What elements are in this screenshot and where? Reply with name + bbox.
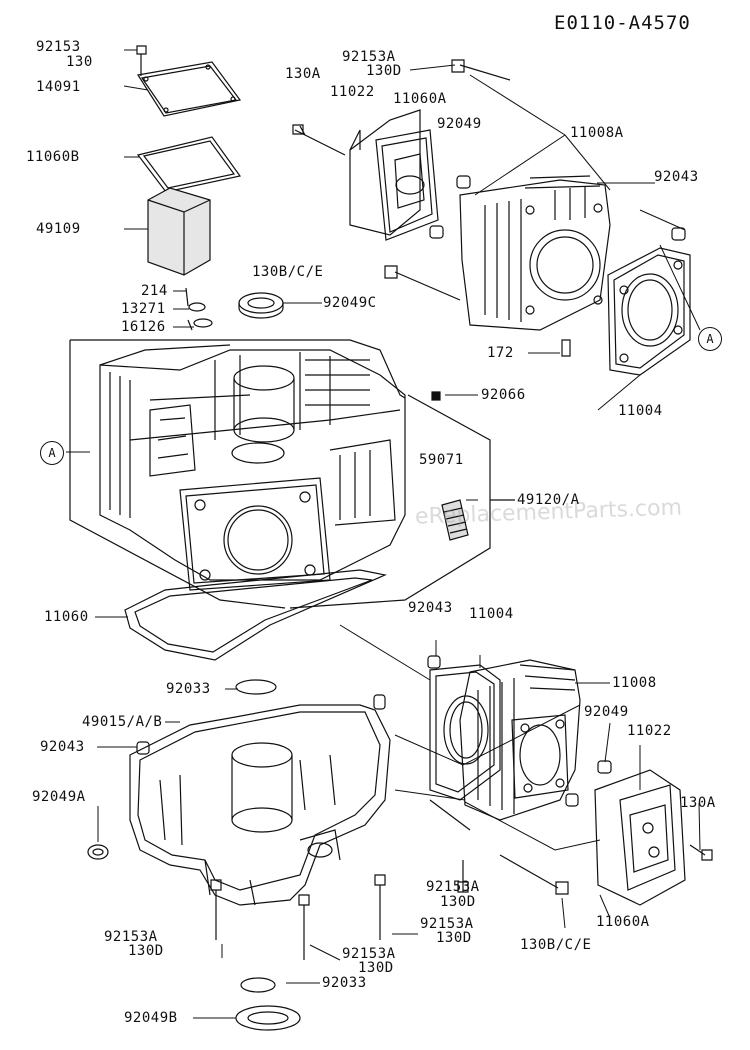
cylinder-head-bottom <box>460 660 580 820</box>
bracket-lines-49120 <box>70 340 515 608</box>
part-label: 92066 <box>481 387 526 403</box>
part-label: 130A <box>285 66 321 82</box>
part-label: 130B/C/E <box>520 937 592 953</box>
part-label: 130A <box>680 795 716 811</box>
part-label: 11008A <box>570 125 624 141</box>
part-label: 130B/C/E <box>252 264 324 280</box>
dowel-pins-top <box>430 176 685 356</box>
head-cover-top <box>350 110 438 240</box>
part-label: 92049 <box>437 116 482 132</box>
breather-cover <box>138 62 240 116</box>
part-label: 49015/A/B <box>82 714 163 730</box>
label-leaders <box>66 50 700 1018</box>
part-label: 130 <box>66 54 93 70</box>
crankcase <box>100 345 405 590</box>
part-label: 92153A <box>426 879 480 895</box>
part-label: 92049A <box>32 789 86 805</box>
crankcase-gasket <box>125 570 385 660</box>
part-label: 130D <box>366 63 402 79</box>
part-label: 92049C <box>323 295 377 311</box>
part-label: 13271 <box>121 301 166 317</box>
oil-filter-fitting <box>442 500 468 540</box>
breather-bolt <box>137 46 146 76</box>
part-label: 14091 <box>36 79 81 95</box>
part-label: 49109 <box>36 221 81 237</box>
part-label: 59071 <box>419 452 464 468</box>
part-label: 130D <box>440 894 476 910</box>
breather-element <box>148 188 210 275</box>
part-label: 11004 <box>469 606 514 622</box>
part-label: 92153A <box>342 49 396 65</box>
part-label: 11008 <box>612 675 657 691</box>
cylinder-head-top <box>460 176 610 330</box>
guide-lines-bottom <box>340 625 600 850</box>
part-label: 92033 <box>166 681 211 697</box>
part-label: 11060A <box>393 91 447 107</box>
part-label: 11004 <box>618 403 663 419</box>
guide-lines-top <box>410 65 700 330</box>
part-label: 92153A <box>342 946 396 962</box>
part-label: 92049B <box>124 1010 178 1026</box>
part-label: 92153A <box>104 929 158 945</box>
part-label: 130D <box>358 960 394 976</box>
oil-seal-top <box>239 293 283 318</box>
diagram-reference-code: E0110-A4570 <box>554 12 691 34</box>
part-label: 130D <box>436 930 472 946</box>
part-label: 172 <box>487 345 514 361</box>
part-label: 92033 <box>322 975 367 991</box>
bolts-bottom <box>211 800 712 960</box>
oring-92033-top <box>236 680 276 694</box>
oil-seal-bottom <box>236 1006 300 1030</box>
part-label: 11060 <box>44 609 89 625</box>
part-label: 130D <box>128 943 164 959</box>
bolts-top <box>293 60 510 400</box>
part-label: 11060A <box>596 914 650 930</box>
part-label: 214 <box>141 283 168 299</box>
head-cover-bottom <box>595 770 685 905</box>
oring-92033-bottom <box>241 978 275 992</box>
part-label: 92043 <box>40 739 85 755</box>
part-label: 92153 <box>36 39 81 55</box>
callout-a-left: A <box>40 441 64 465</box>
part-label: 11060B <box>26 149 80 165</box>
part-label: 92043 <box>654 169 699 185</box>
part-label: 11022 <box>330 84 375 100</box>
part-label: 11022 <box>627 723 672 739</box>
part-label: 92153A <box>420 916 474 932</box>
part-label: 92049 <box>584 704 629 720</box>
part-label: 92043 <box>408 600 453 616</box>
part-label: 16126 <box>121 319 166 335</box>
breather-gasket <box>138 137 240 192</box>
part-label: 49120/A <box>517 492 580 508</box>
callout-a-right: A <box>698 327 722 351</box>
head-gasket-top <box>608 248 690 375</box>
dowel-pins-bottom <box>88 656 611 859</box>
small-parts-214-13271-16126 <box>186 288 212 330</box>
lower-crankcase <box>130 705 390 905</box>
